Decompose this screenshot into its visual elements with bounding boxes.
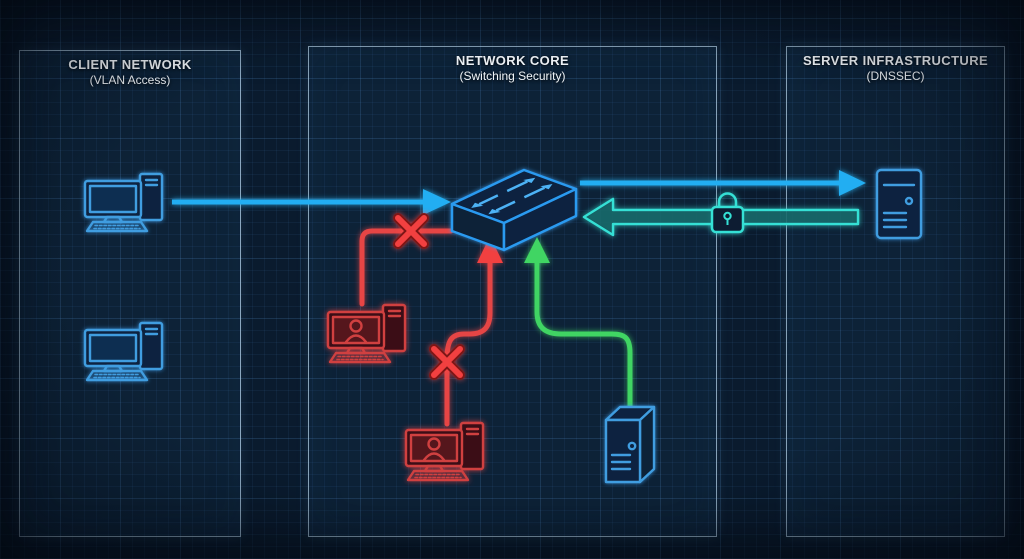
access-switch-icon	[452, 170, 576, 252]
client-network-subtitle: (VLAN Access)	[89, 73, 171, 88]
network-core-panel: NETWORK CORE (Switching Security)	[308, 46, 717, 537]
server-infrastructure-panel: SERVER INFRASTRUCTURE (DNSSEC)	[786, 46, 1005, 537]
trusted-dhcp-server-icon	[604, 405, 656, 484]
lock-icon	[710, 192, 745, 234]
pc2-icon	[83, 321, 164, 382]
pc1-icon	[83, 172, 164, 233]
bind9-dns-server-icon	[875, 168, 923, 240]
bpdu-block-x-icon	[393, 213, 429, 249]
server-infrastructure-title: SERVER INFRASTRUCTURE	[802, 53, 989, 68]
dns-query-client-arrow	[580, 170, 866, 196]
dhcp-blocked-path	[444, 236, 503, 427]
network-core-title: NETWORK CORE	[455, 53, 570, 68]
dhcp-block-x-icon	[429, 344, 465, 380]
valid-offer-path	[524, 237, 633, 416]
rogue-device-icon	[326, 303, 407, 364]
signed-response-arrow	[582, 192, 860, 237]
rogue-dhcp-server-icon	[404, 421, 485, 482]
client-network-panel: CLIENT NETWORK (VLAN Access)	[19, 50, 241, 537]
server-infrastructure-subtitle: (DNSSEC)	[866, 69, 925, 84]
dns-query-arrow	[172, 189, 451, 215]
bpdu-blocked-path	[359, 228, 454, 307]
client-network-title: CLIENT NETWORK	[68, 57, 192, 72]
network-core-subtitle: (Switching Security)	[459, 69, 566, 84]
